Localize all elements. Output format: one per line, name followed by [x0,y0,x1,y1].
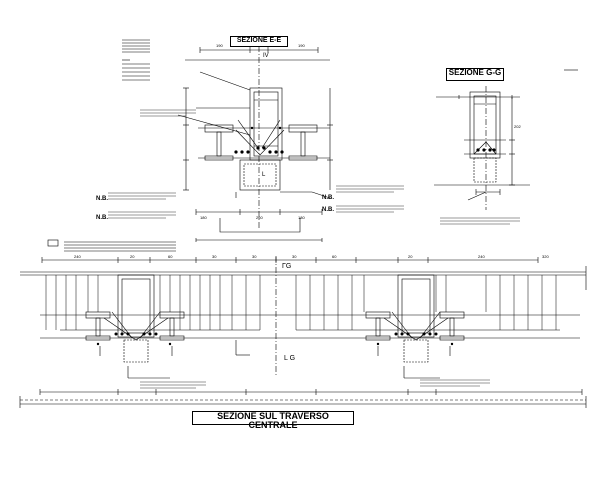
dim-main-3: 30 [212,254,217,259]
note-box-left [47,239,176,252]
dim-main-9: 320 [542,254,549,259]
nb-note-left-2: N.B. [96,215,108,221]
dim-ee-right: 190 [298,43,305,48]
dim-mid-0: 180 [200,215,207,220]
section-ee-title: SEZIONE E-E [230,36,288,47]
nb-note-right: N.B. [322,195,334,201]
section-main-title: SEZIONE SUL TRAVERSO CENTRALE [192,411,354,430]
section-ee-drawing [177,46,333,242]
dim-main-4: 30 [252,254,257,259]
g-marker-upper: ΓG [282,263,291,270]
l-marker: L [262,172,266,178]
dim-mid-1: 260 [256,215,263,220]
dim-mid-2: 180 [298,215,305,220]
dim-main-5: 30 [292,254,297,259]
g-marker-lower: L G [284,355,295,362]
dim-main-0: 240 [74,254,81,259]
section-gg-drawing [434,69,578,210]
annotation-leaders [108,109,520,389]
cut-marker-iv: IV [263,53,269,59]
nb-note-right-2: N.B. [322,207,334,213]
main-section-drawing [19,256,587,408]
nb-note-left: N.B. [96,196,108,202]
dim-main-6: 60 [332,254,337,259]
dim-gg-right: 202 [514,124,521,129]
dim-main-8: 240 [478,254,485,259]
legend-block [122,39,150,81]
section-gg-title: SEZIONE G-G [446,68,504,81]
dim-main-2: 60 [168,254,173,259]
dim-ee-left: 190 [216,43,223,48]
dim-main-1: 20 [130,254,135,259]
dim-main-7: 20 [408,254,413,259]
